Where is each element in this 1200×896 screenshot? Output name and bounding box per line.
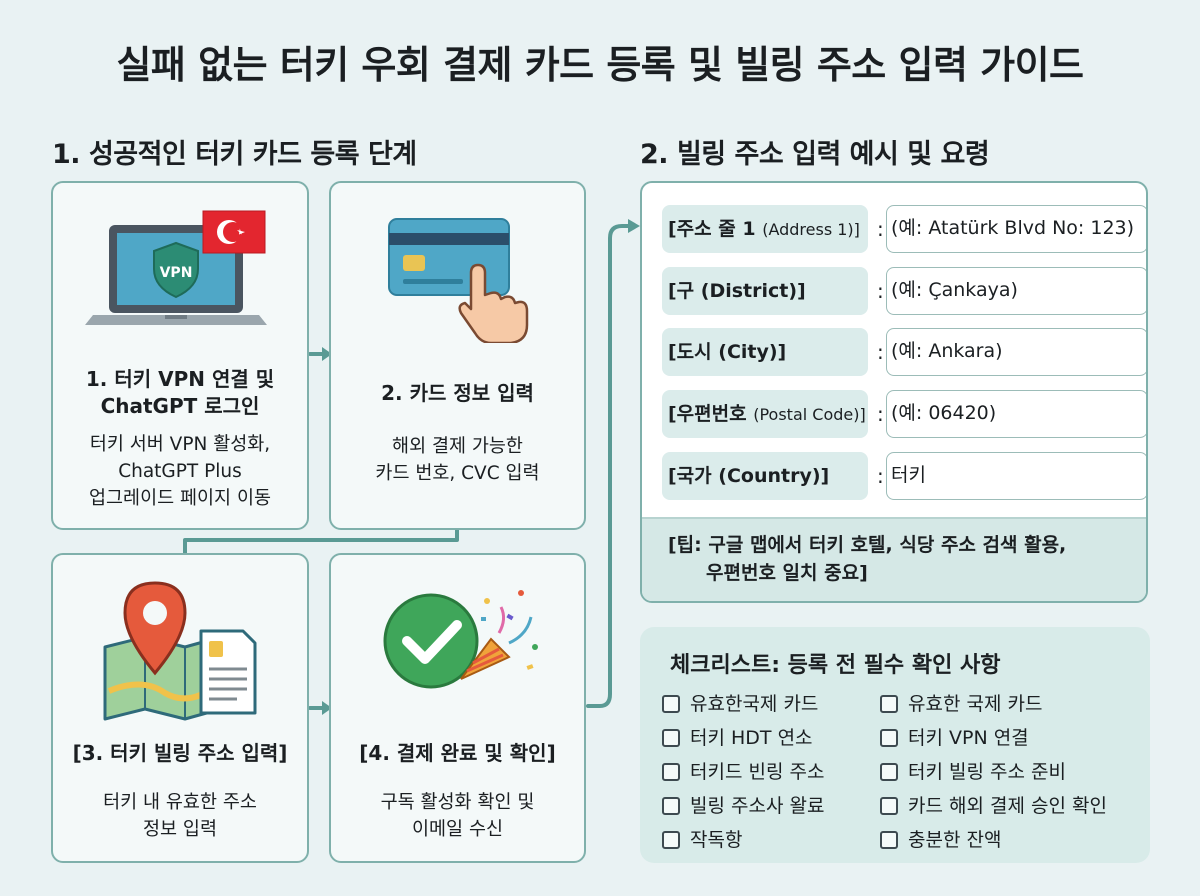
step-3-title: [3. 터키 빌링 주소 입력]: [72, 741, 288, 765]
checklist-item-left-1[interactable]: 유효한국제 카드: [662, 689, 818, 719]
connector-2-3: [183, 527, 459, 558]
step-2-desc-line1: 해외 결제 가능한: [392, 436, 523, 457]
tip-line2: 우편번호 일치 중요]: [706, 562, 868, 584]
checkbox-icon[interactable]: [880, 797, 898, 815]
city-colon: :: [877, 340, 884, 364]
billing-address-panel: [주소 줄 1 (Address 1)] : (예: Atatürk Blvd …: [640, 181, 1148, 603]
address1-row: [주소 줄 1 (Address 1)] : (예: Atatürk Blvd …: [662, 205, 1146, 253]
vpn-badge-text: VPN: [160, 265, 193, 281]
step-1-desc-line1: 터키 서버 VPN 활성화,: [89, 434, 271, 455]
district-colon: :: [877, 279, 884, 303]
step-card-2: 2. 카드 정보 입력 해외 결제 가능한 카드 번호, CVC 입력: [329, 181, 586, 530]
step-2-title: 2. 카드 정보 입력: [381, 381, 534, 405]
postal-code-colon: :: [877, 402, 884, 426]
step-4-desc-line1: 구독 활성화 확인 및: [380, 792, 535, 813]
step-1-title-line1: 1. 터키 VPN 연결 및: [85, 367, 275, 391]
checkbox-icon[interactable]: [662, 729, 680, 747]
address1-field[interactable]: (예: Atatürk Blvd No: 123): [886, 205, 1146, 253]
checkbox-icon[interactable]: [880, 695, 898, 713]
map-pin-icon: [53, 581, 307, 721]
section2-heading: 2. 빌링 주소 입력 예시 및 요령: [640, 139, 990, 170]
checklist-title: 체크리스트: 등록 전 필수 확인 사항: [670, 653, 1001, 678]
country-row: [국가 (Country)] : 터키: [662, 452, 1146, 500]
checkmark-party-icon: [331, 573, 584, 723]
country-label: [국가 (Country)]: [662, 452, 868, 500]
page-title: 실패 없는 터키 우회 결제 카드 등록 및 빌링 주소 입력 가이드: [116, 43, 1084, 87]
step-4-desc-line2: 이메일 수신: [412, 819, 503, 840]
section1-heading: 1. 성공적인 터키 카드 등록 단계: [52, 139, 417, 170]
checkbox-icon[interactable]: [662, 695, 680, 713]
checklist-item-right-4[interactable]: 카드 해외 결제 승인 확인: [880, 791, 1107, 821]
arrowhead-4: [628, 219, 640, 233]
checklist-item-right-1[interactable]: 유효한 국제 카드: [880, 689, 1042, 719]
city-field[interactable]: (예: Ankara): [886, 328, 1146, 376]
postal-code-field[interactable]: (예: 06420): [886, 390, 1146, 438]
checklist-item-left-2[interactable]: 터키 HDT 연소: [662, 723, 813, 753]
checklist-item-left-5[interactable]: 작독항: [662, 825, 742, 855]
checklist-item-right-2[interactable]: 터키 VPN 연결: [880, 723, 1029, 753]
step-4-title: [4. 결제 완료 및 확인]: [359, 741, 556, 765]
step-3-desc-line2: 정보 입력: [143, 819, 217, 840]
checkbox-icon[interactable]: [662, 797, 680, 815]
checklist-panel: 체크리스트: 등록 전 필수 확인 사항 유효한국제 카드 터키 HDT 연소 …: [640, 627, 1150, 863]
step-2-desc-line2: 카드 번호, CVC 입력: [375, 463, 540, 484]
city-label: [도시 (City)]: [662, 328, 868, 376]
country-field[interactable]: 터키: [886, 452, 1146, 500]
district-field[interactable]: (예: Çankaya): [886, 267, 1146, 315]
credit-card-icon: [331, 213, 584, 343]
step-3-desc-line1: 터키 내 유효한 주소: [103, 792, 257, 813]
step-1-title-line2: ChatGPT 로그인: [100, 394, 260, 418]
checklist-item-left-3[interactable]: 터키드 빈링 주소: [662, 757, 824, 787]
step-card-4: [4. 결제 완료 및 확인] 구독 활성화 확인 및 이메일 수신: [329, 553, 586, 863]
checkbox-icon[interactable]: [662, 831, 680, 849]
district-label: [구 (District)]: [662, 267, 868, 315]
connector-4-billing: [586, 224, 632, 708]
checkbox-icon[interactable]: [662, 763, 680, 781]
laptop-vpn-icon: VPN: [53, 205, 307, 335]
country-colon: :: [877, 464, 884, 488]
checklist-item-left-4[interactable]: 빌링 주소사 왈료: [662, 791, 824, 821]
step-card-3: [3. 터키 빌링 주소 입력] 터키 내 유효한 주소 정보 입력: [51, 553, 309, 863]
step-1-desc-line3: 업그레이드 페이지 이동: [89, 488, 271, 509]
address1-colon: :: [877, 217, 884, 241]
district-row: [구 (District)] : (예: Çankaya): [662, 267, 1146, 315]
checkbox-icon[interactable]: [880, 763, 898, 781]
city-row: [도시 (City)] : (예: Ankara): [662, 328, 1146, 376]
checklist-item-right-3[interactable]: 터키 빌링 주소 준비: [880, 757, 1066, 787]
tip-line1: [팁: 구글 맵에서 터키 호텔, 식당 주소 검색 활용,: [668, 534, 1067, 556]
postal-code-row: [우편번호 (Postal Code)] : (예: 06420): [662, 390, 1146, 438]
checkbox-icon[interactable]: [880, 831, 898, 849]
step-1-desc-line2: ChatGPT Plus: [118, 461, 242, 482]
step-card-1: VPN 1. 터키 VPN 연결 및 ChatGPT 로그인 터키 서버 VPN…: [51, 181, 309, 530]
checkbox-icon[interactable]: [880, 729, 898, 747]
postal-code-label: [우편번호 (Postal Code)]: [662, 390, 868, 438]
checklist-item-right-5[interactable]: 충분한 잔액: [880, 825, 1001, 855]
tip-box: [팁: 구글 맵에서 터키 호텔, 식당 주소 검색 활용, 우편번호 일치 중…: [642, 517, 1146, 601]
address1-label: [주소 줄 1 (Address 1)]: [662, 205, 868, 253]
